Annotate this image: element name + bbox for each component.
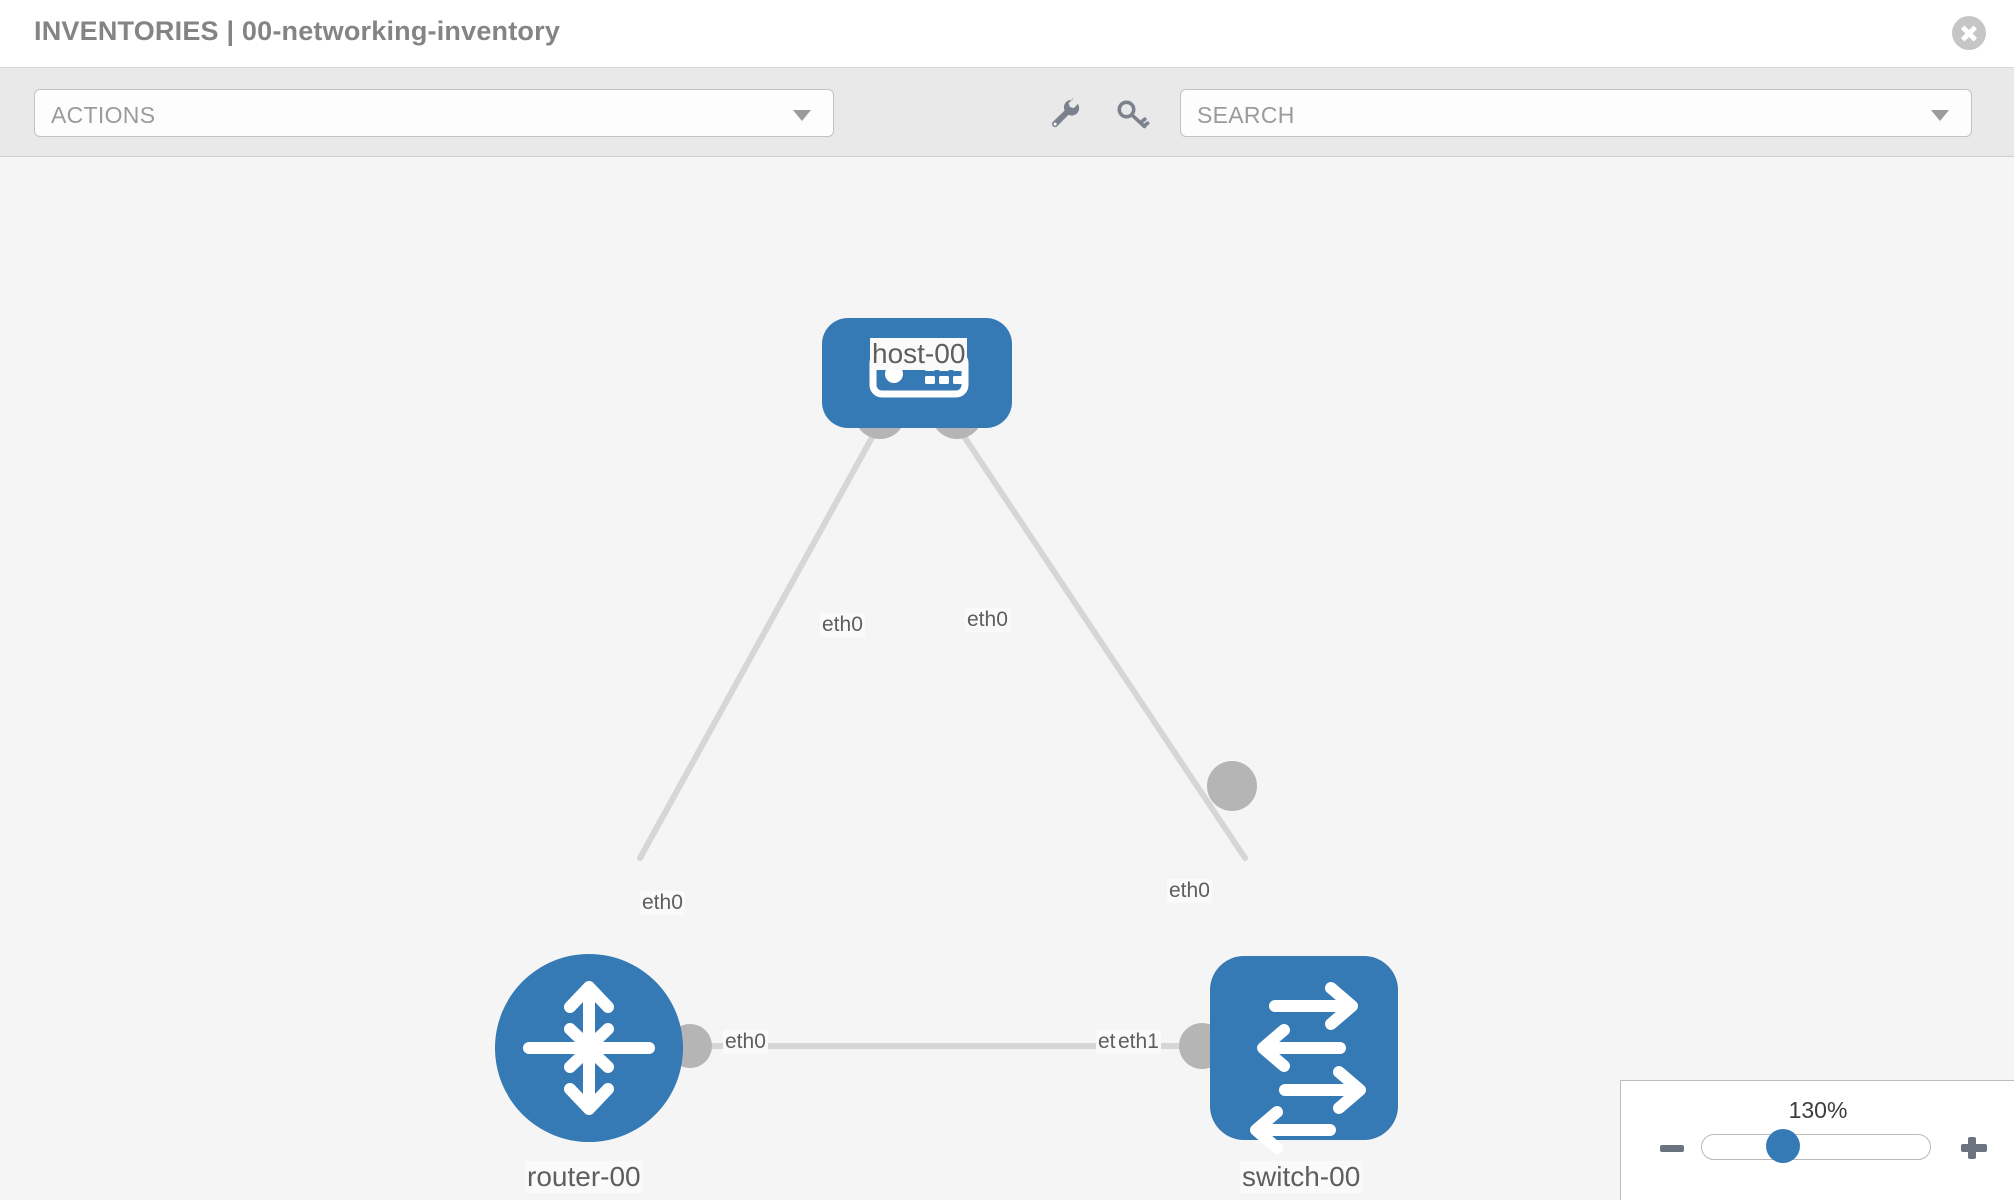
actions-dropdown[interactable]: ACTIONS [34, 89, 834, 137]
switch-arrows-icon [1250, 982, 1366, 1154]
interface-label-router00-uplink-eth0: eth0 [640, 891, 685, 915]
interface-label-switch00-uplink-eth0: eth0 [1167, 879, 1212, 903]
chevron-down-icon [1931, 110, 1949, 121]
zoom-out-button[interactable] [1657, 1133, 1687, 1163]
interface-label-host00-eth0-right: eth0 [965, 608, 1010, 632]
search-input[interactable]: SEARCH [1180, 89, 1972, 137]
chevron-down-icon [793, 110, 811, 121]
interface-label-router00-eth0: eth0 [723, 1030, 768, 1054]
wrench-icon[interactable] [1046, 95, 1084, 133]
zoom-slider-thumb[interactable] [1766, 1129, 1800, 1163]
port-switch00-eth0 [1207, 761, 1257, 811]
actions-dropdown-label: ACTIONS [51, 102, 156, 128]
page-title: INVENTORIES | 00-networking-inventory [34, 16, 561, 46]
window-header: INVENTORIES | 00-networking-inventory [0, 0, 2014, 68]
close-circle-icon[interactable] [1952, 16, 1986, 50]
link-host00-switch00 [952, 420, 1248, 861]
interface-label-host00-eth0-left: eth0 [820, 613, 865, 637]
key-icon[interactable] [1113, 95, 1151, 133]
zoom-percent-label: 130% [1788, 1097, 1848, 1123]
plus-icon-vertical [1968, 1137, 1976, 1159]
router-arrows-icon [523, 981, 655, 1115]
node-label-host-00: host-00 [870, 338, 968, 370]
zoom-in-button[interactable] [1959, 1133, 1989, 1163]
node-label-switch-00: switch-00 [1240, 1161, 1363, 1193]
interface-label-switch00-eth1: eth1 [1116, 1030, 1161, 1054]
topology-node-host-00 [822, 318, 1012, 428]
toolbar: ACTIONS SEARCH [0, 68, 2014, 157]
topology-node-router-00 [495, 954, 683, 1142]
link-host00-router00 [637, 420, 883, 861]
zoom-slider-track[interactable] [1701, 1134, 1931, 1160]
minus-icon [1660, 1145, 1684, 1152]
topology-graph [495, 318, 1398, 1154]
topology-canvas[interactable]: host-00 router-00 switch-00 eth0 eth0 et… [0, 158, 2014, 1200]
topology-node-switch-00 [1210, 956, 1398, 1154]
search-placeholder: SEARCH [1197, 102, 1295, 128]
zoom-control-panel: 130% [1620, 1080, 2014, 1200]
node-label-router-00: router-00 [525, 1161, 643, 1193]
